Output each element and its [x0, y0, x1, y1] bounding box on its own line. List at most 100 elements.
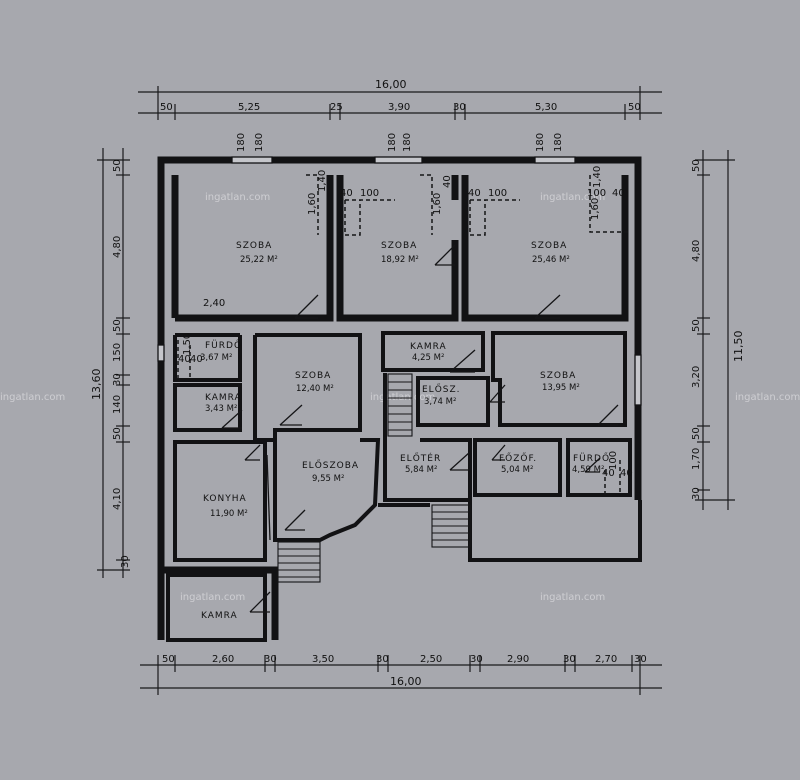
door	[294, 294, 319, 319]
dim-top-seg: 30	[453, 102, 466, 113]
dim-inner: 2,40	[203, 298, 225, 309]
dim-bottom-seg: 2,60	[212, 654, 234, 665]
door	[249, 591, 271, 613]
room-area: 11,90 M²	[210, 509, 248, 519]
dim-bottom-seg: 30	[470, 654, 483, 665]
dim-left-seg: 140	[112, 395, 123, 414]
dim-right-seg: 1,70	[691, 448, 702, 470]
door	[489, 384, 506, 403]
dim-inner: 40	[602, 468, 615, 479]
watermark: ingatlan.com	[180, 592, 245, 603]
inner-dimensions: 1,60 1,40 40 100 1,60 40 40 100 1,60 1,4…	[178, 166, 633, 479]
dim-inner: 1,40	[317, 170, 328, 192]
room-area: 25,46 M²	[532, 255, 570, 265]
room-area: 5,04 M²	[501, 465, 533, 475]
watermark: ingatlan.com	[540, 192, 605, 203]
room-label: KONYHA	[203, 494, 247, 504]
dim-window: 180	[535, 133, 546, 152]
room-label: SZOBA	[381, 241, 417, 251]
room-area: 12,40 M²	[296, 384, 334, 394]
room-label: KAMRA	[410, 342, 447, 352]
room-label: FÜRDŐ	[205, 340, 242, 351]
dim-bottom-seg: 50	[162, 654, 175, 665]
dim-inner: 40	[468, 188, 481, 199]
room-label: ELŐSZOBA	[302, 460, 359, 471]
dim-top-total: 16,00	[375, 78, 407, 91]
dim-bottom-seg: 3,50	[312, 654, 334, 665]
dim-left-seg: 150	[112, 343, 123, 362]
dim-bottom-total: 16,00	[390, 675, 422, 688]
dim-inner: 100	[608, 451, 619, 470]
dim-left-total: 13,60	[90, 369, 103, 401]
room-area: 3,67 M²	[200, 353, 232, 363]
room-label: ELŐSZ.	[422, 384, 461, 395]
dim-top-seg: 5,30	[535, 102, 557, 113]
room-area: 18,92 M²	[381, 255, 419, 265]
dim-inner: 40	[620, 468, 633, 479]
walls	[157, 156, 642, 642]
room-label: ELŐTÉR	[400, 452, 441, 464]
dim-right-seg: 50	[691, 427, 702, 440]
right-dimensions: 11,50 50 4,80 50 3,20 50 1,70 30	[691, 150, 745, 510]
room-area: 5,84 M²	[405, 465, 437, 475]
dim-top-seg: 5,25	[238, 102, 260, 113]
dim-inner: 40	[442, 175, 453, 188]
dim-window: 180	[387, 133, 398, 152]
top-dimensions: 16,00 50 5,25 25 3,90 30 5,30 50	[138, 78, 662, 120]
dim-right-seg: 50	[691, 159, 702, 172]
door	[534, 294, 561, 319]
window	[157, 156, 642, 406]
dim-inner: 100	[587, 188, 606, 199]
room-label: SZOBA	[236, 241, 272, 251]
room-area: 4,59 M²	[572, 465, 604, 475]
room-label: SZOBA	[540, 371, 576, 381]
door	[279, 404, 303, 426]
door	[266, 454, 271, 541]
room-label: KAMRA	[201, 611, 238, 621]
watermark: ingatlan.com	[540, 592, 605, 603]
dim-inner: 100	[488, 188, 507, 199]
door	[597, 404, 619, 426]
doors	[221, 244, 619, 613]
dim-left-seg: 30	[120, 555, 131, 568]
dim-bottom-seg: 30	[634, 654, 647, 665]
left-dimensions: 13,60 50 4,80 50 150 30 140 50 4,10 30	[90, 148, 131, 578]
dim-left-seg: 30	[112, 373, 123, 386]
dim-bottom-seg: 30	[376, 654, 389, 665]
door	[244, 444, 261, 461]
dim-right-seg: 4,80	[691, 240, 702, 262]
dim-bottom-seg: 2,70	[595, 654, 617, 665]
room-label: SZOBA	[295, 371, 331, 381]
room-label: FŐZŐF.	[499, 453, 537, 464]
dim-top-seg: 50	[160, 102, 173, 113]
room-labels: SZOBA 25,22 M² SZOBA 18,92 M² SZOBA 25,4…	[200, 241, 609, 621]
dim-right-total: 11,50	[732, 331, 745, 363]
dim-window: 180	[254, 133, 265, 152]
built-in-outlines	[177, 174, 628, 495]
dim-right-seg: 30	[691, 487, 702, 500]
dim-inner: 1,60	[307, 193, 318, 215]
room-area: 3,74 M²	[424, 397, 456, 407]
dim-right-seg: 3,20	[691, 366, 702, 388]
dim-inner: 40	[178, 354, 191, 365]
dim-left-seg: 50	[112, 159, 123, 172]
dim-inner: 40	[190, 354, 203, 365]
dim-top-seg: 50	[628, 102, 641, 113]
room-label: SZOBA	[531, 241, 567, 251]
door	[449, 451, 471, 471]
door	[491, 444, 506, 461]
watermark: ingatlan.com	[0, 392, 65, 403]
bottom-dimensions: 50 2,60 30 3,50 30 2,50 30 2,90 30 2,70 …	[140, 654, 662, 695]
dim-inner: 40	[612, 188, 625, 199]
dim-inner: 1,60	[590, 198, 601, 220]
dim-top-seg: 3,90	[388, 102, 410, 113]
dim-bottom-seg: 2,90	[507, 654, 529, 665]
dim-inner: 40	[340, 188, 353, 199]
dim-inner: 1,50	[182, 333, 193, 355]
dim-left-seg: 4,10	[112, 488, 123, 510]
dim-window: 180	[402, 133, 413, 152]
dim-inner: 1,40	[592, 166, 603, 188]
door	[434, 244, 456, 266]
window-dimensions: 180 180 180 180 180 180	[236, 133, 564, 152]
